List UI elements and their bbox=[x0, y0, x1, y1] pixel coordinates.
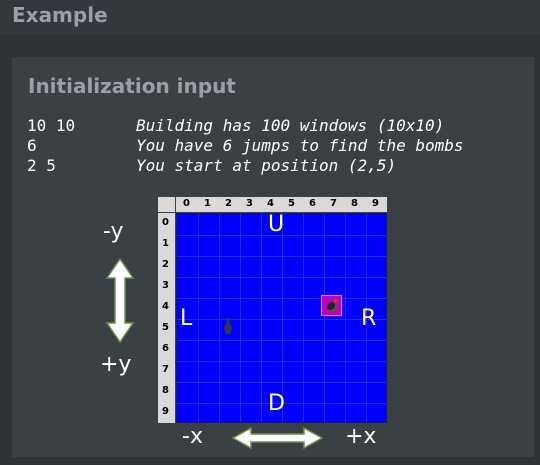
label-neg-x: -x bbox=[182, 424, 203, 449]
x-tick-label: 9 bbox=[372, 198, 379, 209]
label-left: L bbox=[180, 306, 193, 331]
y-tick-label: 6 bbox=[162, 343, 169, 354]
label-neg-y: -y bbox=[103, 219, 124, 244]
x-tick-label: 2 bbox=[225, 198, 232, 209]
window-grid bbox=[176, 213, 387, 423]
x-axis-ticks: 0 1 2 3 4 5 6 7 8 9 bbox=[176, 197, 387, 212]
grid-line-vertical bbox=[345, 214, 346, 422]
input-value: 10 10 bbox=[27, 116, 76, 135]
grid-line-horizontal bbox=[177, 382, 386, 383]
label-up: U bbox=[268, 212, 285, 237]
label-pos-y: +y bbox=[100, 352, 132, 377]
example-header: Example bbox=[0, 0, 540, 34]
label-pos-x: +x bbox=[345, 424, 377, 449]
axis-corner bbox=[158, 197, 175, 212]
grid-line-vertical bbox=[261, 214, 262, 422]
x-tick-label: 6 bbox=[309, 198, 316, 209]
x-tick-label: 5 bbox=[288, 198, 295, 209]
batman-icon bbox=[224, 318, 232, 334]
x-tick-label: 8 bbox=[351, 198, 358, 209]
grid-line-horizontal bbox=[177, 256, 386, 257]
grid-line-vertical bbox=[324, 214, 325, 422]
x-tick-label: 4 bbox=[267, 198, 274, 209]
y-tick-label: 9 bbox=[162, 406, 169, 417]
grid-line-horizontal bbox=[177, 319, 386, 320]
y-tick-label: 1 bbox=[162, 238, 169, 249]
grid-line-horizontal bbox=[177, 277, 386, 278]
grid-line-horizontal bbox=[177, 298, 386, 299]
horizontal-arrow-icon bbox=[231, 426, 324, 450]
grid-line-vertical bbox=[240, 214, 241, 422]
x-tick-label: 3 bbox=[246, 198, 253, 209]
x-tick-label: 0 bbox=[183, 198, 190, 209]
y-tick-label: 3 bbox=[162, 280, 169, 291]
grid-line-vertical bbox=[303, 214, 304, 422]
y-tick-label: 5 bbox=[162, 322, 169, 333]
input-value: 6 bbox=[27, 136, 37, 155]
grid-line-horizontal bbox=[177, 235, 386, 236]
panel-title: Initialization input bbox=[28, 74, 236, 98]
grid-line-vertical bbox=[282, 214, 283, 422]
bomb-fuse bbox=[334, 299, 337, 303]
input-description: Building has 100 windows (10x10) bbox=[136, 116, 445, 135]
input-value: 2 5 bbox=[27, 156, 56, 175]
y-tick-label: 0 bbox=[162, 217, 169, 228]
x-tick-label: 7 bbox=[330, 198, 337, 209]
grid-line-horizontal bbox=[177, 340, 386, 341]
grid-line-horizontal bbox=[177, 361, 386, 362]
y-axis-ticks: 0 1 2 3 4 5 6 7 8 9 bbox=[158, 213, 175, 423]
label-right: R bbox=[361, 306, 377, 331]
grid-line-vertical bbox=[198, 214, 199, 422]
y-tick-label: 2 bbox=[162, 259, 169, 270]
grid-line-horizontal bbox=[177, 403, 386, 404]
grid-line-vertical bbox=[219, 214, 220, 422]
bomb-window bbox=[321, 295, 342, 316]
label-down: D bbox=[268, 391, 285, 416]
grid-line-vertical bbox=[366, 214, 367, 422]
input-description: You start at position (2,5) bbox=[136, 156, 397, 175]
input-description: You have 6 jumps to find the bombs bbox=[136, 136, 464, 155]
y-tick-label: 4 bbox=[162, 301, 169, 312]
x-tick-label: 1 bbox=[204, 198, 211, 209]
bomb-icon bbox=[327, 302, 337, 312]
vertical-arrow-icon bbox=[105, 257, 135, 344]
example-title: Example bbox=[12, 3, 108, 27]
y-tick-label: 8 bbox=[162, 385, 169, 396]
y-tick-label: 7 bbox=[162, 364, 169, 375]
